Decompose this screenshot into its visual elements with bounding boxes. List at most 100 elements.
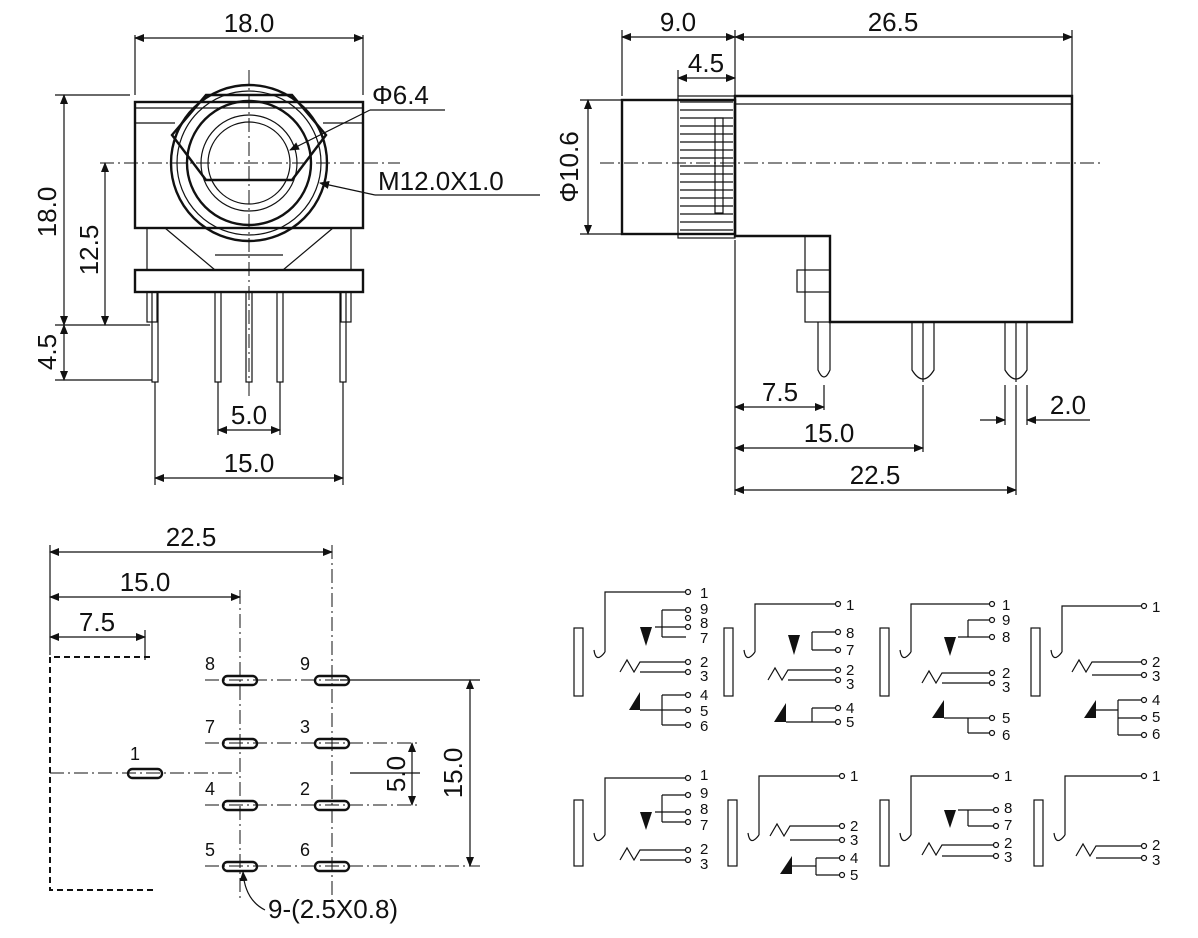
schematic-pin-label: 5 [1152, 709, 1160, 726]
schematic-pin-label: 8 [1002, 629, 1010, 646]
thread-spec-label: M12.0X1.0 [378, 166, 504, 196]
pad-2 [313, 799, 351, 812]
schematic-pin-label: 8 [700, 801, 708, 818]
pcb-layout: 22.5 15.0 7.5 5.0 15.0 1 8 9 7 3 4 [49, 522, 480, 924]
schematic-pin-label: 7 [700, 630, 708, 647]
pin3-offset-label: 22.5 [850, 460, 901, 490]
schematic-pin-label: 6 [1152, 726, 1160, 743]
schematic-pin-label: 1 [700, 767, 708, 784]
schematic-8: 1 2 3 [1033, 768, 1160, 869]
pcb-vert-small-label: 5.0 [381, 756, 411, 792]
pcb-total-label: 22.5 [166, 522, 217, 552]
pad-8 [221, 674, 259, 687]
schematic-pin-label: 3 [1004, 849, 1012, 866]
schematics: 1 9 8 7 2 3 4 5 6 1 [573, 585, 1160, 884]
schematic-pin-label: 3 [850, 832, 858, 849]
side-body [733, 94, 1074, 324]
schematic-pin-label: 5 [1002, 710, 1010, 727]
schematic-7: 1 8 7 2 3 [879, 768, 1012, 867]
pin-number-4: 4 [205, 779, 215, 799]
schematic-pin-label: 6 [700, 718, 708, 735]
pcb-mid-label: 15.0 [120, 567, 171, 597]
schematic-pin-label: 2 [1152, 837, 1160, 854]
schematic-pin-label: 8 [700, 615, 708, 632]
pad-5 [221, 860, 259, 873]
schematic-pin-label: 3 [846, 676, 854, 693]
schematic-pin-label: 1 [850, 768, 858, 785]
schematic-pin-label: 5 [850, 867, 858, 884]
pad-3 [313, 737, 351, 750]
side-view: 9.0 4.5 26.5 Φ10.6 7.5 15.0 22.5 2.0 [554, 7, 1100, 495]
body-length-label: 26.5 [868, 7, 919, 37]
pin-number-9: 9 [300, 654, 310, 674]
pin2-offset-label: 15.0 [804, 418, 855, 448]
schematic-pin-label: 1 [700, 585, 708, 602]
pcb-vert-large-label: 15.0 [438, 748, 468, 799]
schematic-pin-label: 2 [1004, 835, 1012, 852]
schematic-pin-label: 6 [1002, 727, 1010, 744]
pcb-outline [49, 656, 155, 891]
pad-9 [313, 674, 351, 687]
schematic-pin-label: 9 [700, 601, 708, 618]
pin-number-6: 6 [300, 840, 310, 860]
schematic-pin-label: 4 [846, 700, 854, 717]
flange-length-label: 9.0 [660, 7, 696, 37]
pcb-first-label: 7.5 [79, 607, 115, 637]
pin-length-label: 4.5 [32, 334, 62, 370]
schematic-6: 1 2 3 4 5 [727, 768, 858, 884]
pin-number-5: 5 [205, 840, 215, 860]
schematic-pin-label: 7 [1004, 817, 1012, 834]
schematic-4: 1 2 3 4 5 6 [1030, 599, 1160, 743]
pin-width-label: 2.0 [1050, 390, 1086, 420]
schematic-pin-label: 3 [700, 668, 708, 685]
pin-number-7: 7 [205, 717, 215, 737]
inner-pitch-label: 5.0 [231, 400, 267, 430]
schematic-pin-label: 1 [846, 597, 854, 614]
schematic-pin-label: 8 [1004, 800, 1012, 817]
schematic-pin-label: 4 [700, 687, 708, 704]
schematic-pin-label: 1 [1002, 597, 1010, 614]
pin-number-3: 3 [300, 717, 310, 737]
front-nut-outline [170, 93, 328, 182]
schematic-pin-label: 1 [1152, 599, 1160, 616]
schematic-pin-label: 3 [1152, 668, 1160, 685]
schematic-pin-label: 7 [700, 817, 708, 834]
schematic-1: 1 9 8 7 2 3 4 5 6 [573, 585, 708, 735]
diameter-label: Φ10.6 [554, 131, 584, 202]
side-thread [677, 95, 736, 239]
schematic-pin-label: 2 [700, 654, 708, 671]
schematic-3: 1 9 8 2 3 5 6 [879, 597, 1010, 744]
schematic-pin-label: 3 [1002, 679, 1010, 696]
front-height-label: 18.0 [32, 187, 62, 238]
schematic-pin-label: 7 [846, 642, 854, 659]
schematic-pin-label: 1 [1152, 768, 1160, 785]
front-view: 18.0 18.0 12.5 4.5 5.0 15.0 Φ6.4 M12.0X1… [32, 8, 540, 485]
pad-note-label: 9-(2.5X0.8) [268, 894, 398, 924]
pad-1 [126, 767, 164, 780]
schematic-pin-label: 3 [700, 856, 708, 873]
side-pin-1 [817, 322, 831, 378]
schematic-pin-label: 5 [846, 714, 854, 731]
schematic-pin-label: 4 [850, 850, 858, 867]
pin-number-1: 1 [130, 744, 140, 764]
schematic-pin-label: 2 [846, 662, 854, 679]
pin-number-2: 2 [300, 779, 310, 799]
front-width-label: 18.0 [224, 8, 275, 38]
pad-4 [221, 799, 259, 812]
thread-length-label: 4.5 [688, 48, 724, 78]
schematic-pin-label: 2 [1152, 654, 1160, 671]
schematic-pin-label: 9 [1002, 612, 1010, 629]
schematic-pin-label: 2 [1002, 665, 1010, 682]
schematic-pin-label: 3 [1152, 852, 1160, 869]
pin-number-8: 8 [205, 654, 215, 674]
outer-pitch-label: 15.0 [224, 448, 275, 478]
schematic-pin-label: 2 [700, 841, 708, 858]
schematic-pin-label: 5 [700, 703, 708, 720]
pcb-pads [126, 674, 351, 873]
pad-7 [221, 737, 259, 750]
schematic-pin-label: 4 [1152, 692, 1160, 709]
pad-6 [313, 860, 351, 873]
schematic-pin-label: 8 [846, 625, 854, 642]
